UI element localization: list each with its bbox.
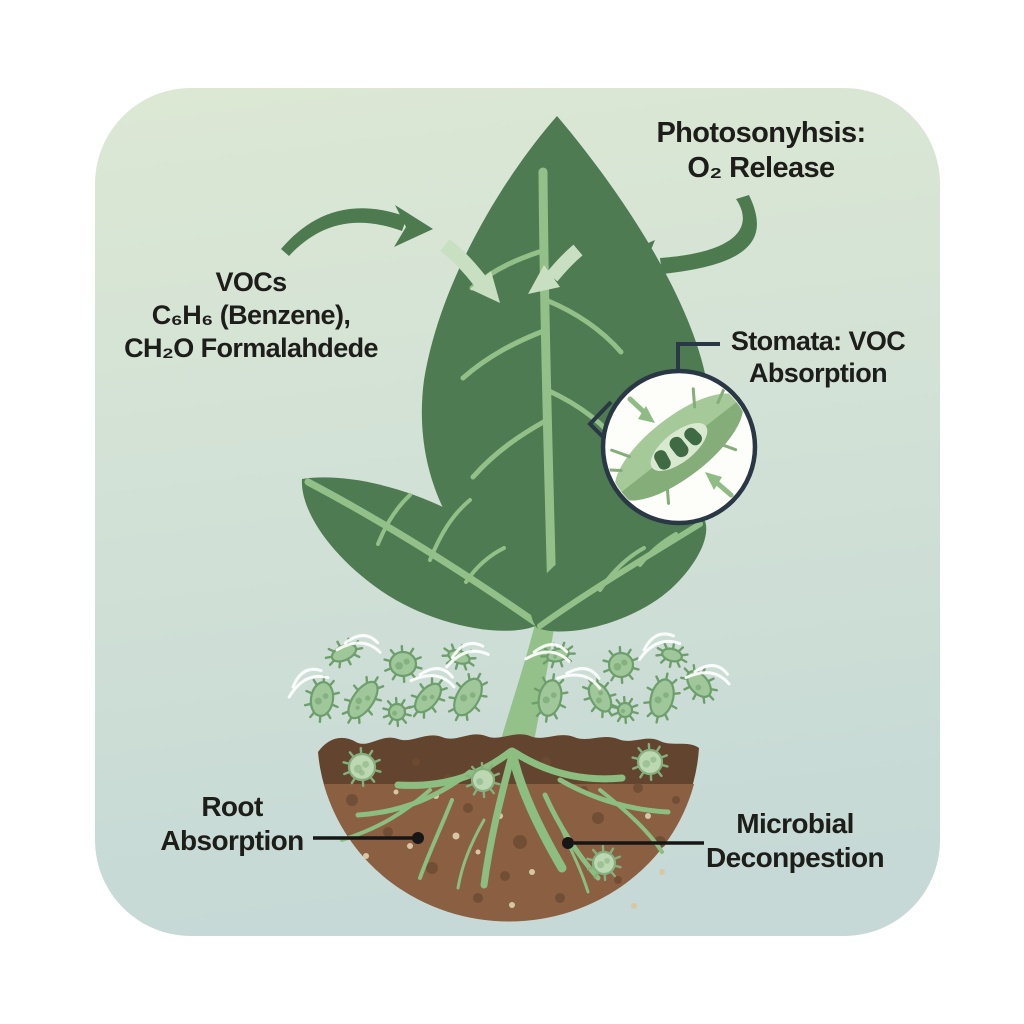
root-leader-dot <box>412 832 424 844</box>
motion-arc-icon <box>335 634 382 654</box>
left-leaf <box>301 477 543 631</box>
microbe-icon <box>631 742 669 782</box>
stomata-label: Stomata: VOC Absorption <box>716 325 920 390</box>
microbe-icon <box>383 644 423 684</box>
motion-arcs-layer <box>287 632 731 699</box>
motion-arc-icon <box>524 643 571 663</box>
motion-arc-icon <box>637 632 682 661</box>
motion-arc-icon <box>445 642 490 669</box>
microbial-label-line2: Deconpestion <box>706 841 885 873</box>
microbe-icon <box>643 672 681 724</box>
voc-arrow-left <box>281 205 433 256</box>
microbe-icon <box>465 761 501 799</box>
microbial-label-line1: Microbial <box>736 808 854 839</box>
root-absorption-label-line1: Root <box>201 791 263 822</box>
microbe-icon <box>586 844 622 882</box>
vocs-label-line3: CH₂O Formalahdede <box>124 332 378 363</box>
stoma-voc-arrows <box>627 396 734 498</box>
root-absorption-label-line2: Absorption <box>160 824 304 856</box>
stomata-label-line1: Stomata: VOC <box>730 326 906 356</box>
stomata-label-line2: Absorption <box>749 358 888 389</box>
soil-microbes-layer <box>342 742 669 882</box>
microbe-icon <box>611 695 639 725</box>
microbe-icon <box>582 675 618 719</box>
roots <box>340 747 671 894</box>
stoma-illustration <box>606 385 744 505</box>
motion-arc-icon <box>287 667 330 699</box>
leader-lines <box>313 832 704 849</box>
absorption-arrow-left <box>440 239 486 286</box>
right-leaf <box>530 519 707 632</box>
absorption-arrows <box>440 239 583 303</box>
vocs-label-line2: C₆H₆ (Benzene), <box>151 299 351 330</box>
motion-arc-icon <box>556 667 602 690</box>
microbe-icon <box>531 673 569 723</box>
root-absorption-label: Root Absorption <box>130 790 334 857</box>
microbe-icon <box>342 746 382 788</box>
microbe-icon <box>303 674 341 724</box>
plant <box>301 116 711 752</box>
absorption-arrow-right <box>546 244 583 282</box>
stomata-inset <box>587 342 758 526</box>
vocs-label-line1: VOCs <box>215 267 287 297</box>
motion-arc-icon <box>409 667 456 689</box>
microbe-icon <box>382 696 412 728</box>
microbial-decomposition-label: Microbial Deconpestion <box>670 807 920 874</box>
air-microbes-layer <box>303 637 718 728</box>
soil <box>318 734 699 922</box>
microbe-icon <box>408 677 448 719</box>
microbe-icon <box>602 645 640 685</box>
magnifier-circle-border <box>600 368 758 526</box>
motion-arc-icon <box>684 664 731 686</box>
microbe-icon <box>655 641 689 669</box>
microbial-leader-dot <box>562 837 574 849</box>
microbe-icon <box>341 675 385 725</box>
photosynthesis-label-line1: Photosonyhsis: <box>656 117 866 149</box>
photosynthesis-label-line2: O₂ Release <box>687 151 835 184</box>
photosynthesis-label: Photosonyhsis: O₂ Release <box>610 116 912 186</box>
stomata-connector-line <box>676 342 720 372</box>
vocs-label: VOCs C₆H₆ (Benzene), CH₂O Formalahdede <box>96 266 406 365</box>
microbe-icon <box>447 672 489 722</box>
